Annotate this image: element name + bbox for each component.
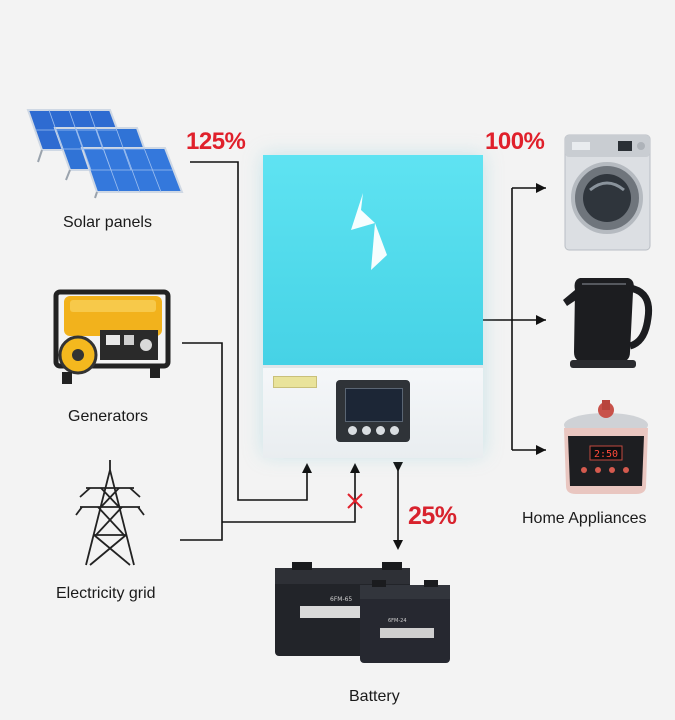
cooker-display-text: 2:50 xyxy=(594,449,618,460)
inverter-lcd-screen xyxy=(345,388,403,422)
electricity-grid-label: Electricity grid xyxy=(56,585,156,602)
inverter-front-panel xyxy=(263,155,483,365)
inverter-button-3[interactable] xyxy=(376,426,385,435)
inverter-button-1[interactable] xyxy=(348,426,357,435)
inverter-button-4[interactable] xyxy=(390,426,399,435)
battery-label: Battery xyxy=(349,688,400,705)
small-battery-model-text: 6FM-24 xyxy=(388,618,407,624)
inverter-button-2[interactable] xyxy=(362,426,371,435)
solar-connection-line xyxy=(190,161,312,501)
solar-input-percentage: 125% xyxy=(186,128,246,155)
blocked-x-icon xyxy=(347,493,363,509)
inverter-control-panel xyxy=(263,365,483,458)
output-percentage: 100% xyxy=(485,128,545,155)
home-appliances-label: Home Appliances xyxy=(522,510,647,527)
generators-label: Generators xyxy=(68,408,149,425)
large-battery-model-text: 6FM-65 xyxy=(330,596,352,603)
battery-percentage: 25% xyxy=(408,502,457,530)
inverter-logo-icon xyxy=(351,193,387,270)
output-connection-line xyxy=(483,187,546,451)
solar-panels-label: Solar panels xyxy=(63,214,152,231)
inverter-display xyxy=(336,380,410,442)
generator-connection-line xyxy=(180,342,223,541)
grid-connection-line xyxy=(222,463,360,523)
hybrid-inverter xyxy=(263,155,483,458)
warning-sticker xyxy=(273,376,317,388)
